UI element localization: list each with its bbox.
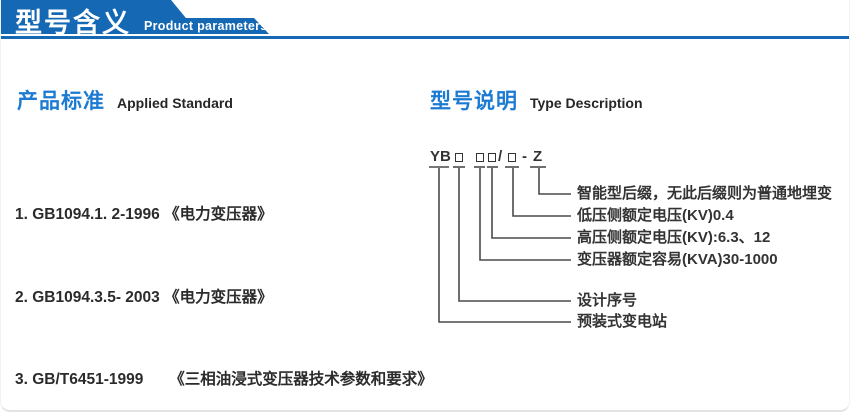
code-label-rated-capacity: 变压器额定容易(KVA)30-1000 <box>577 251 778 268</box>
code-label-smart-suffix: 智能型后缀，无此后缀则为普通地埋变 <box>577 185 833 202</box>
standard-item: 2. GB1094.3.5- 2003 《电力变压器》 <box>15 288 273 306</box>
code-label-lv-voltage: 低压侧额定电压(KV)0.4 <box>577 207 734 224</box>
banner-strip <box>161 18 269 34</box>
code-suffix: Z <box>533 148 543 165</box>
code-slash: / <box>498 148 503 165</box>
applied-standard-heading-cn: 产品标准 <box>17 90 105 113</box>
code-label-design-serial: 设计序号 <box>577 292 638 309</box>
standards-list: 1. GB1094.1. 2-1996 《电力变压器》 2. GB1094.3.… <box>15 146 435 410</box>
banner-title: 型号含义 <box>15 8 131 38</box>
banner-underline <box>1 36 849 39</box>
code-label-prefab-substation: 预装式变电站 <box>577 313 668 330</box>
code-dash: - <box>522 148 527 165</box>
type-description-heading-en: Type Description <box>530 95 643 111</box>
code-placeholder-box-4 <box>508 153 516 162</box>
banner-subtitle: Product parameters <box>144 19 268 33</box>
type-description-heading: 型号说明 Type Description <box>430 85 643 115</box>
code-placeholder-box-3 <box>488 153 496 162</box>
code-label-hv-voltage: 高压侧额定电压(KV):6.3、12 <box>577 229 771 246</box>
code-placeholder-box-2 <box>476 153 484 162</box>
code-placeholder-box-1 <box>455 153 463 162</box>
applied-standard-heading-en: Applied Standard <box>117 95 233 111</box>
type-description-heading-cn: 型号说明 <box>430 90 518 113</box>
applied-standard-heading: 产品标准 Applied Standard <box>17 85 233 115</box>
standard-item: 3. GB/T6451-1999 《三相油浸式变压器技术参数和要求》 <box>15 371 433 388</box>
standard-item: 1. GB1094.1. 2-1996 《电力变压器》 <box>15 206 273 223</box>
